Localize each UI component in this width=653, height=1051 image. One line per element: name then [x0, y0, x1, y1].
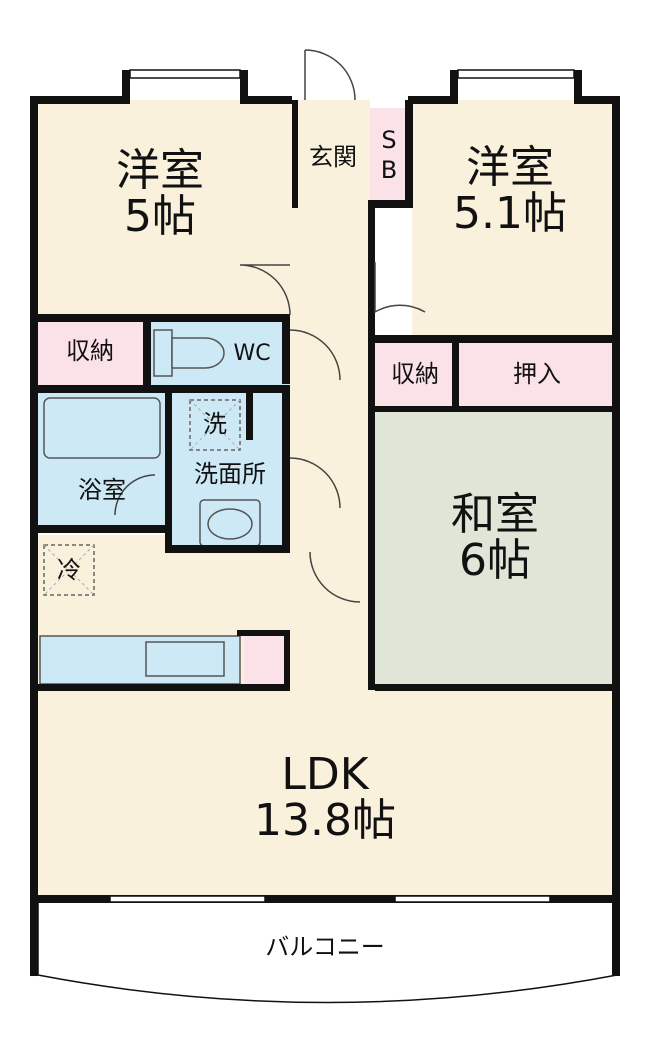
western-room-left-label: 洋室 5帖	[95, 145, 225, 243]
entrance-label: 玄関	[309, 143, 357, 171]
western-room-right-size: 5.1帖	[453, 188, 567, 240]
windows	[109, 69, 575, 903]
toilet-bowl	[171, 337, 225, 369]
bathtub	[43, 397, 161, 459]
ldk-name: LDK	[281, 749, 369, 800]
ldk-label: LDK 13.8帖	[225, 749, 425, 847]
washer-label: 洗	[203, 410, 227, 438]
ldk-floor	[38, 690, 617, 900]
fridge-space	[43, 544, 95, 596]
western-room-left-floor	[38, 100, 290, 318]
pipe-space-2	[244, 636, 290, 684]
closet-label: 押入	[513, 360, 561, 388]
bathroom-label: 浴室	[78, 476, 126, 504]
japanese-room-name: 和室	[451, 489, 539, 540]
shoe-box-label-top: S	[381, 126, 397, 154]
shoe-box-label-bottom: B	[380, 156, 398, 184]
washroom-label: 洗面所	[194, 460, 266, 488]
door-swings	[114, 49, 426, 603]
western-room-left-name: 洋室	[116, 145, 204, 196]
western-room-right-name: 洋室	[466, 142, 554, 193]
balcony-label: バルコニー	[265, 933, 385, 961]
storage-left-label: 収納	[66, 337, 114, 365]
storage-right-label: 収納	[391, 360, 439, 388]
storage-left	[38, 318, 143, 385]
storage-right	[375, 340, 455, 406]
western-room-right-floor	[412, 100, 617, 335]
wash-basin-bowl	[207, 508, 253, 540]
ldk-size: 13.8帖	[254, 795, 396, 847]
japanese-room-label: 和室 6帖	[420, 489, 570, 587]
wc-label: WC	[233, 341, 271, 366]
entrance-floor	[295, 108, 367, 203]
western-room-right-label: 洋室 5.1帖	[430, 142, 590, 240]
closet	[459, 340, 615, 406]
fridge-label: 冷	[57, 556, 81, 584]
kitchen-sink	[145, 641, 225, 677]
western-room-left-size: 5帖	[124, 191, 196, 243]
outer-walls	[30, 70, 620, 976]
washer-space	[189, 399, 241, 451]
balcony	[37, 901, 618, 1004]
japanese-room-floor	[375, 412, 615, 690]
interior-walls	[38, 200, 620, 691]
toilet-tank	[153, 329, 173, 377]
shoe-box	[370, 108, 408, 203]
japanese-room-size: 6帖	[459, 535, 531, 587]
